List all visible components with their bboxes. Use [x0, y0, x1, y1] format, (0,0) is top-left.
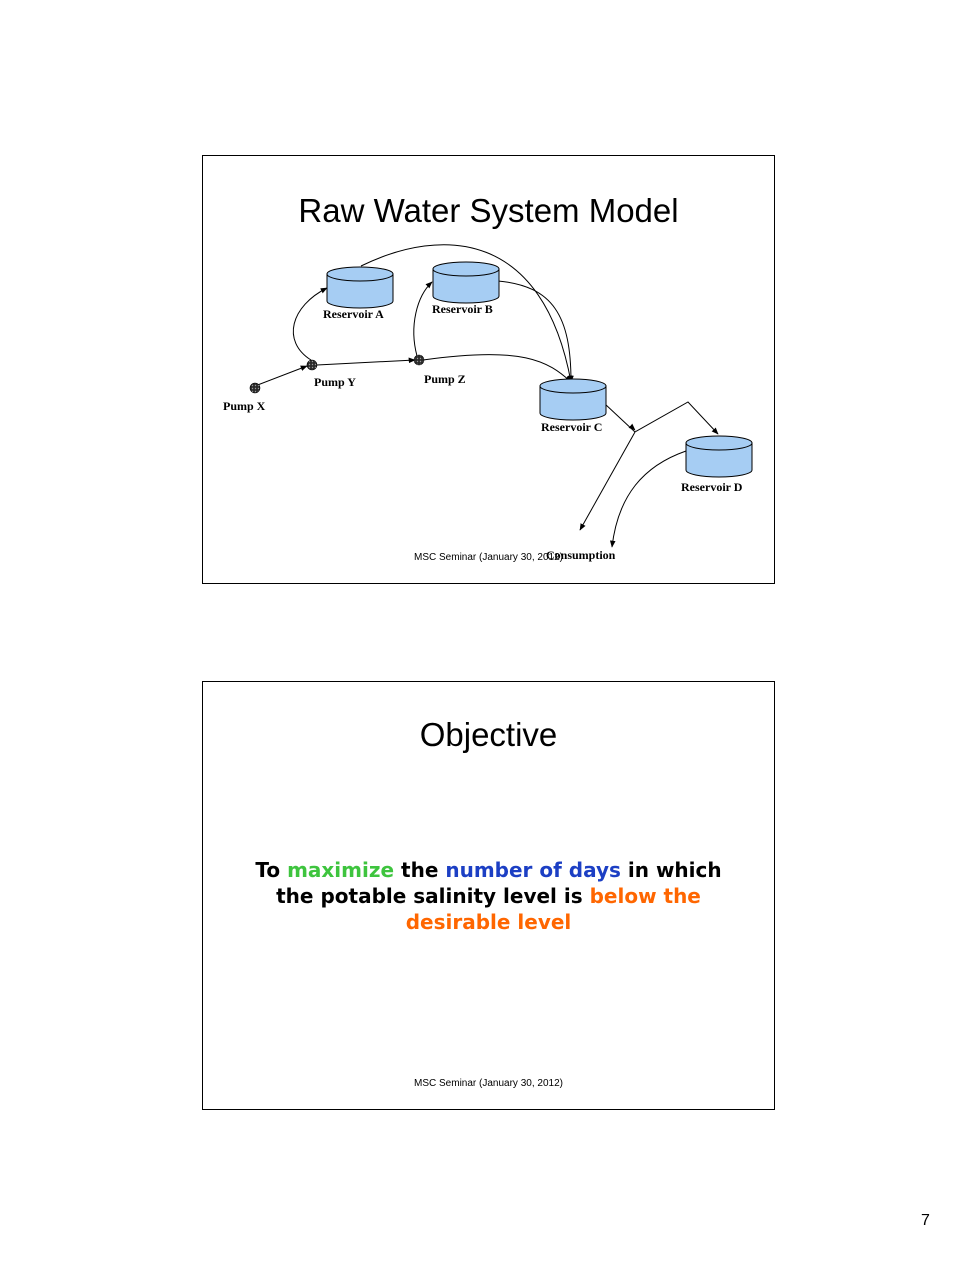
raw-water-system-diagram: Reservoir A Reservoir B Reservoir C Rese…	[223, 244, 753, 562]
flow-pumpz-resB	[413, 281, 433, 357]
slide-title: Raw Water System Model	[298, 192, 679, 229]
reservoir-d-label: Reservoir D	[681, 480, 743, 494]
objective-highlight-below-desirable: below the desirable level	[405, 884, 701, 934]
pump-z-label: Pump Z	[424, 372, 466, 386]
pump-y-icon	[306, 359, 318, 371]
flow-junction-resD	[634, 401, 719, 435]
reservoir-d-icon	[685, 435, 753, 478]
slide-title: Objective	[419, 716, 558, 753]
objective-statement: To maximize the number of days in which …	[243, 857, 734, 935]
reservoir-b-icon	[432, 261, 500, 304]
objective-text: the	[394, 858, 446, 882]
page-number: 7	[921, 1212, 930, 1229]
flow-resD-consumption	[609, 450, 687, 548]
reservoir-c-icon	[539, 378, 607, 421]
slide-footer: MSC Seminar (January 30, 2012)	[414, 1078, 563, 1089]
reservoir-c-label: Reservoir C	[541, 420, 602, 434]
objective-text: in which the potable salinity level is	[276, 858, 722, 908]
pump-x-icon	[249, 382, 261, 394]
flow-resB-resC	[497, 280, 574, 383]
pump-y-label: Pump Y	[314, 375, 356, 389]
objective-text: To	[255, 858, 288, 882]
slide-objective: Objective To maximize the number of days…	[202, 681, 775, 1110]
reservoir-b-label: Reservoir B	[432, 302, 493, 316]
flow-pumpz-resC	[422, 354, 572, 383]
slide-footer: MSC Seminar (January 30, 2012)	[414, 552, 563, 563]
flow-pumpy-resA	[292, 287, 328, 361]
pump-z-icon	[413, 354, 425, 366]
objective-highlight-maximize: maximize	[287, 858, 395, 882]
objective-highlight-number-of-days: number of days	[445, 858, 621, 882]
pump-x-label: Pump X	[223, 399, 266, 413]
flow-resA-resC	[360, 244, 573, 383]
reservoir-a-label: Reservoir A	[323, 307, 384, 321]
consumption-label: Consumption	[546, 548, 616, 562]
flow-resC-junction	[604, 403, 636, 433]
flow-pumpx-pumpy	[254, 365, 308, 387]
flow-pumpy-pumpz	[316, 357, 416, 366]
slide-raw-water-system-model: Raw Water System Model	[202, 155, 775, 584]
reservoir-a-icon	[326, 266, 394, 309]
flow-junction-consumption	[579, 431, 636, 531]
